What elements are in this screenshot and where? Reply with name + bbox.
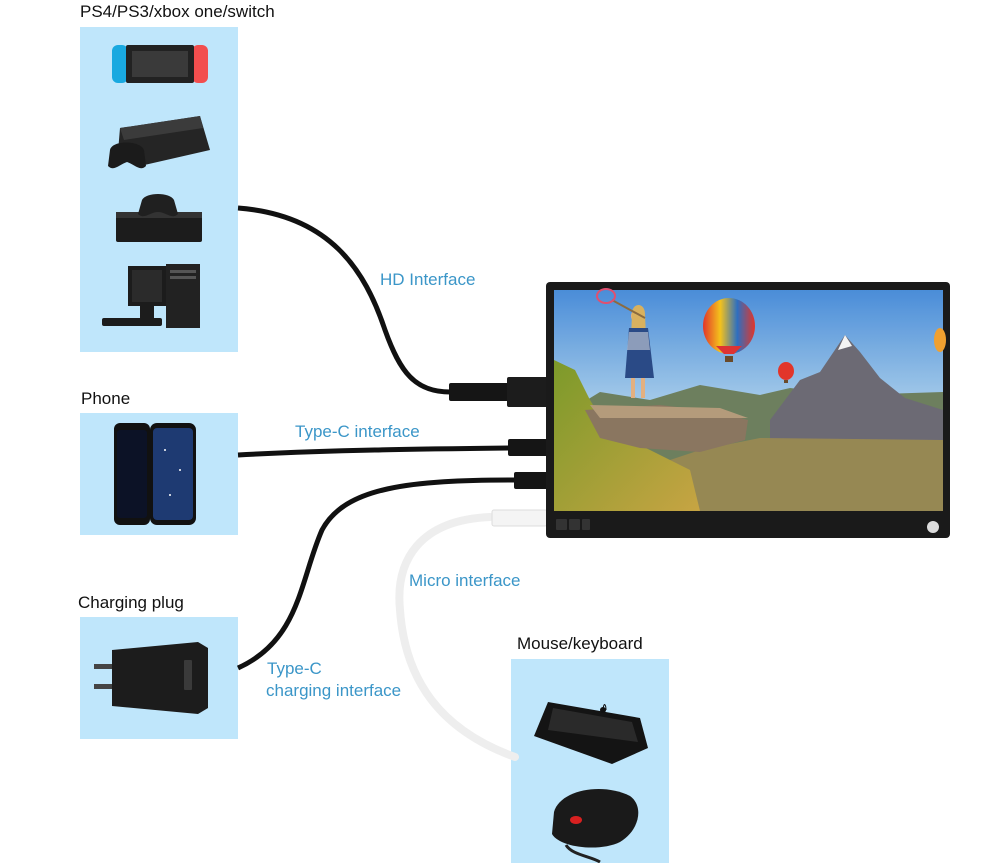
input-group-title: Mouse/keyboard bbox=[517, 634, 643, 653]
typec-charging-label-line1: Type-C bbox=[267, 659, 322, 678]
consoles-group-title: PS4/PS3/xbox one/switch bbox=[80, 2, 275, 21]
phone-group-title: Phone bbox=[81, 389, 131, 408]
portable-monitor bbox=[546, 282, 950, 538]
micro-interface-label: Micro interface bbox=[409, 571, 521, 590]
ps3-icon bbox=[108, 116, 210, 169]
xbox-icon bbox=[116, 194, 202, 242]
monitor-ports bbox=[556, 519, 590, 530]
hot-air-balloon-small-icon bbox=[778, 362, 794, 383]
power-button-icon bbox=[927, 521, 939, 533]
hot-air-balloon-large-icon bbox=[703, 298, 755, 362]
mouse-icon bbox=[552, 789, 639, 863]
smartphone-icon bbox=[114, 423, 196, 525]
hd-cable bbox=[237, 205, 549, 407]
typec-charging-label-line2: charging interface bbox=[266, 681, 402, 700]
desktop-pc-icon bbox=[102, 264, 200, 328]
girl-figure-icon bbox=[596, 288, 654, 398]
switch-icon bbox=[112, 45, 208, 83]
charging-cable bbox=[236, 472, 548, 671]
wall-charger-icon bbox=[94, 642, 208, 714]
typec-cable bbox=[237, 439, 548, 458]
typec-interface-label: Type-C interface bbox=[295, 422, 420, 441]
micro-cable bbox=[395, 509, 548, 761]
hd-interface-label: HD Interface bbox=[380, 270, 476, 289]
charger-group-title: Charging plug bbox=[78, 593, 184, 612]
monitor-screen bbox=[554, 288, 946, 511]
keyboard-icon bbox=[534, 702, 648, 764]
